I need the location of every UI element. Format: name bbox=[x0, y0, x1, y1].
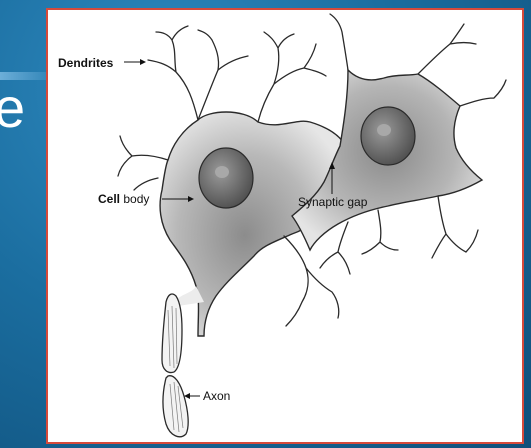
neuron1-dendrites bbox=[148, 26, 326, 122]
label-cell-body-rest: body bbox=[120, 192, 149, 206]
slide-partial-title: e bbox=[0, 80, 25, 136]
label-axon-text: Axon bbox=[203, 389, 230, 403]
label-axon: Axon bbox=[184, 389, 230, 403]
axon-myelin-segment-2 bbox=[163, 376, 188, 437]
neuron-diagram-panel: Dendrites Cell body Synaptic gap Axon bbox=[46, 8, 524, 444]
label-synaptic-gap-text: Synaptic gap bbox=[298, 195, 368, 209]
axon-myelin-segment-1 bbox=[162, 294, 182, 373]
neuron1-nucleus bbox=[199, 148, 253, 208]
neuron1-lower-dendrites bbox=[284, 236, 339, 326]
neuron1-nucleolus bbox=[215, 166, 229, 178]
label-cell-body-bold: Cell bbox=[98, 192, 120, 206]
neuron1-left-dendrites bbox=[118, 136, 168, 190]
neuron-diagram: Dendrites Cell body Synaptic gap Axon bbox=[48, 10, 522, 442]
neuron2-nucleus bbox=[361, 107, 415, 165]
label-dendrites-text: Dendrites bbox=[58, 56, 114, 70]
label-dendrites: Dendrites bbox=[58, 56, 146, 70]
neuron2-nucleolus bbox=[377, 124, 391, 136]
label-cell-body-text: Cell body bbox=[98, 192, 149, 206]
